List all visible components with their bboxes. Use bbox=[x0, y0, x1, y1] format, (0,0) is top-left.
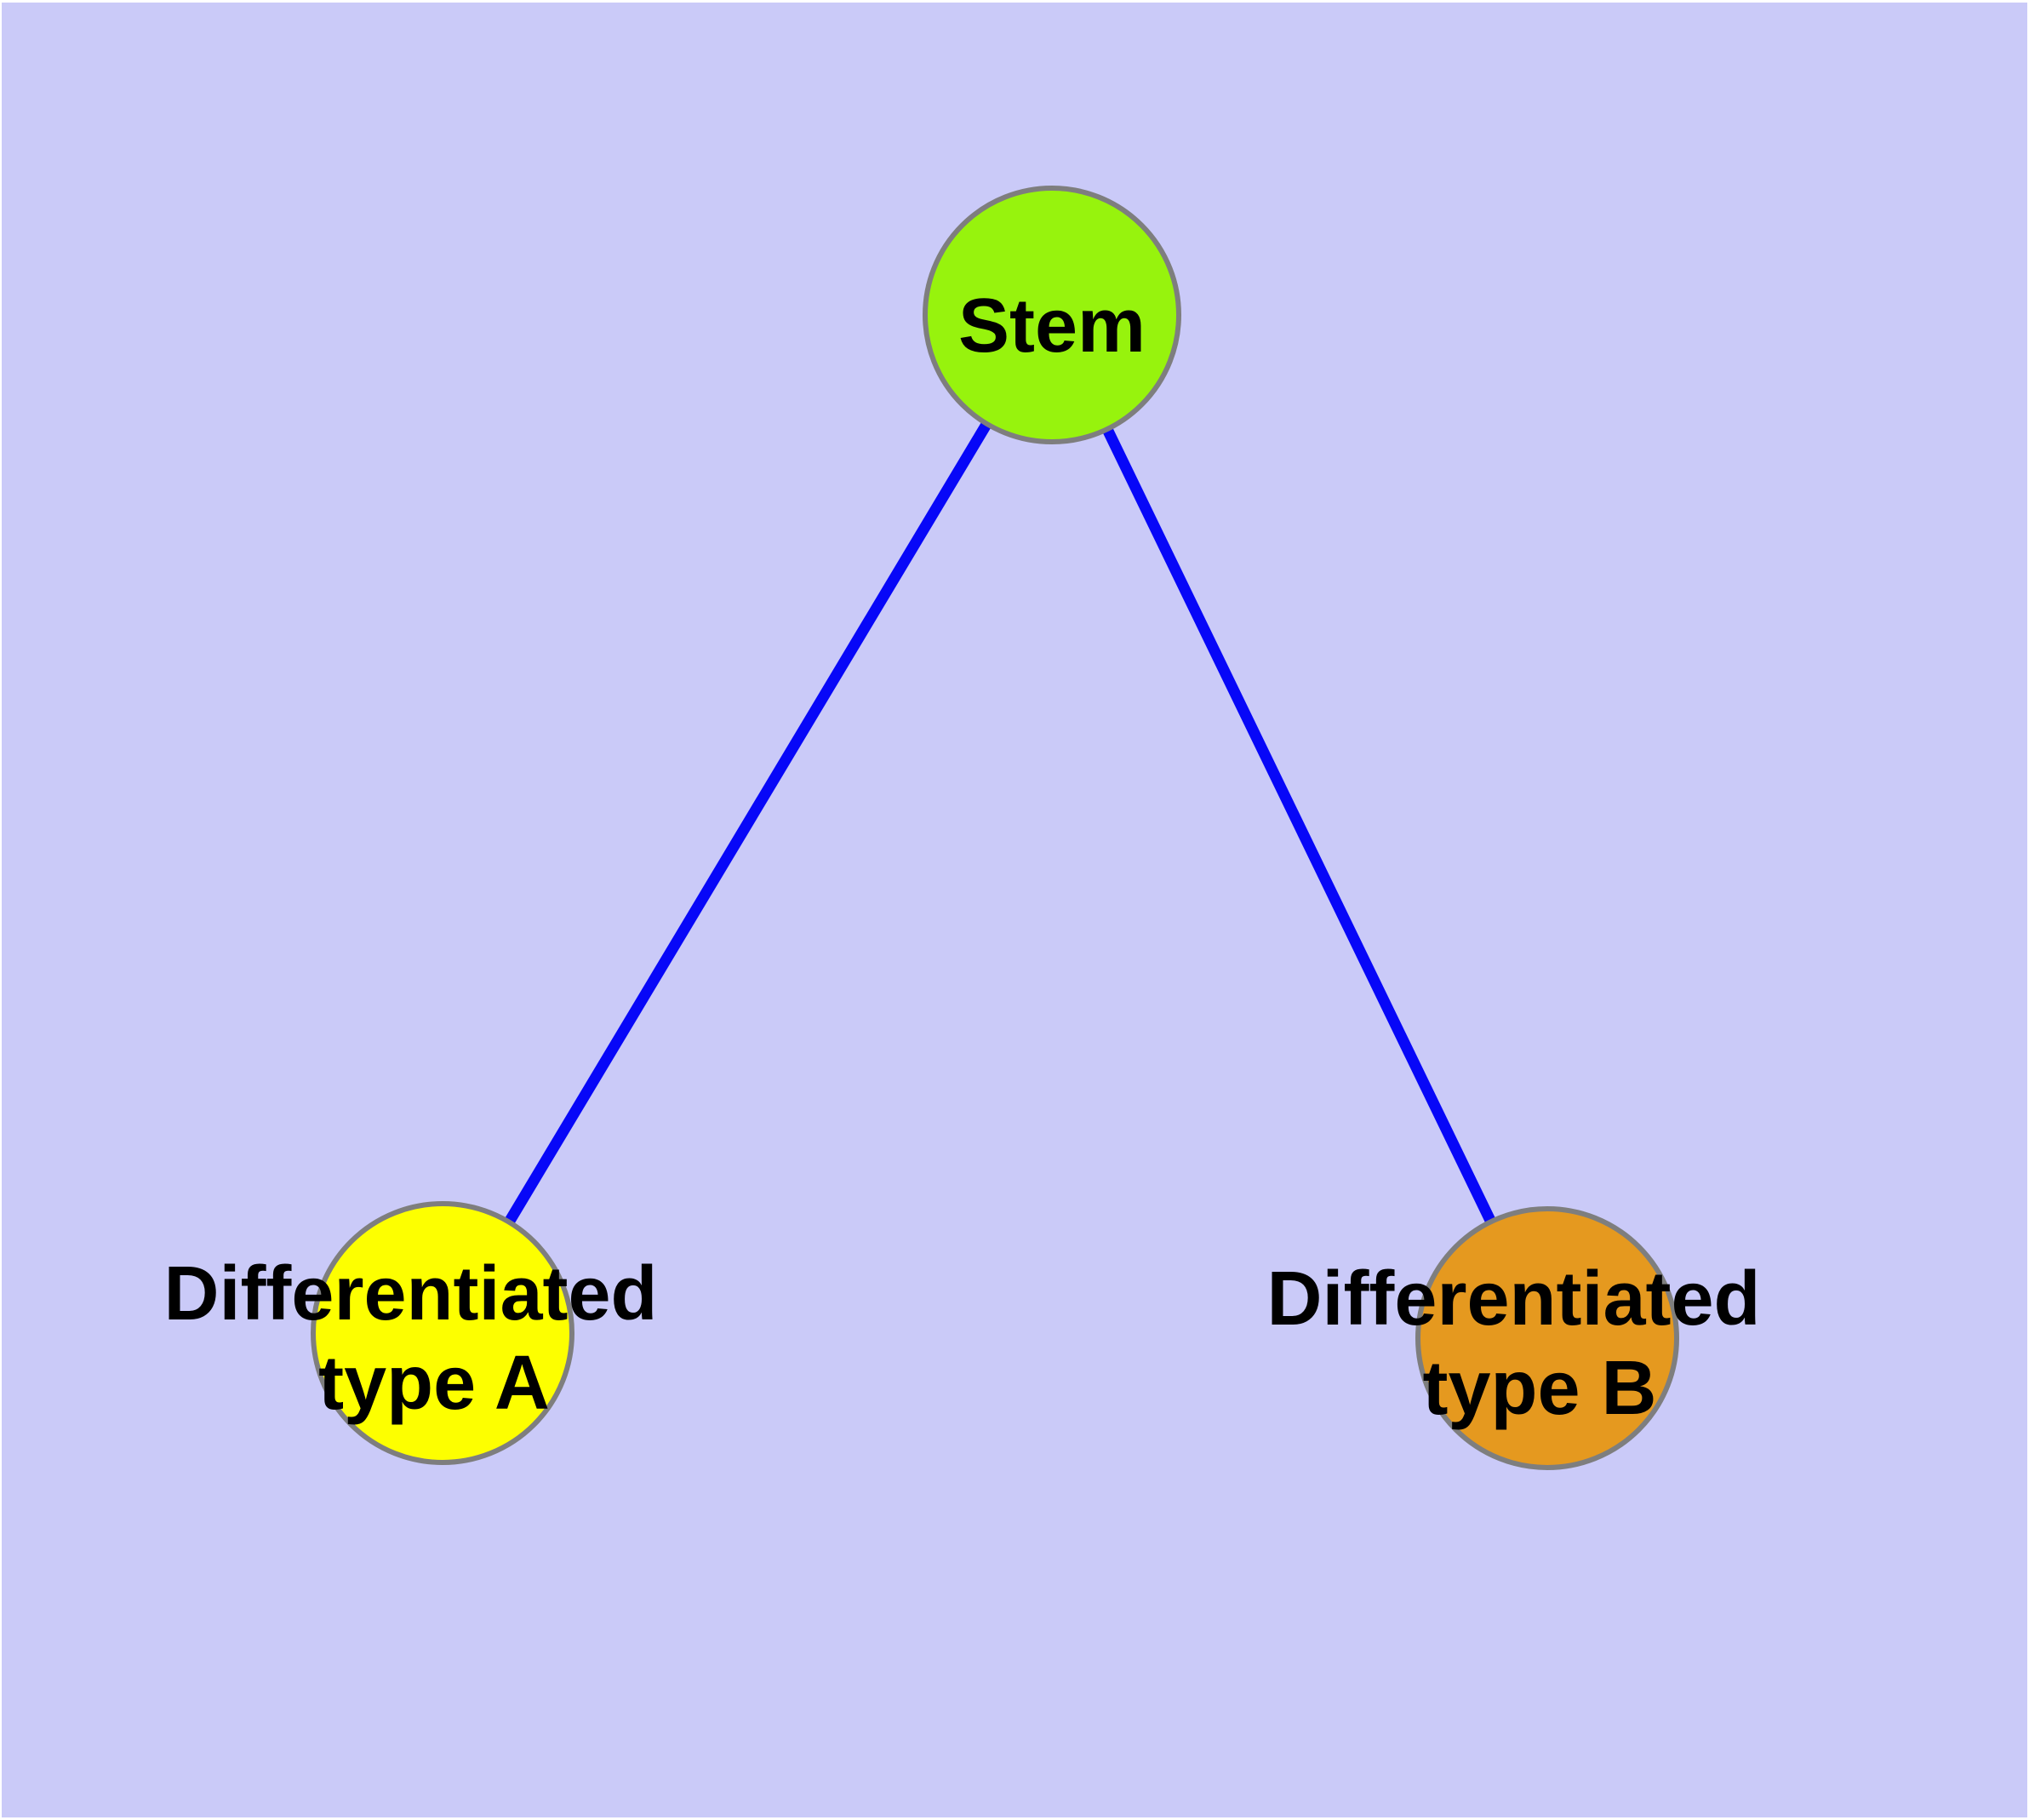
edge-stem-to-type-a bbox=[437, 312, 1057, 1336]
type-a-node-circle bbox=[311, 1201, 574, 1465]
type-a-node-label: Differentiated type A bbox=[163, 1251, 678, 1426]
stem-node-label: Stem bbox=[958, 283, 1146, 369]
type-b-label-line-1: Differentiated bbox=[1266, 1256, 1760, 1342]
type-b-node-label: Differentiated type B bbox=[1266, 1256, 1781, 1431]
nodes-group bbox=[311, 186, 1679, 1470]
type-b-node-circle bbox=[1415, 1206, 1679, 1470]
type-a-label-line-1: Differentiated bbox=[163, 1251, 657, 1336]
labels-group: Stem Differentiated type A Differentiate… bbox=[163, 283, 1781, 1431]
edge-stem-to-type-b bbox=[1047, 312, 1552, 1341]
stem-node-circle bbox=[923, 186, 1181, 444]
type-b-label-line-2: type B bbox=[1422, 1346, 1656, 1431]
type-a-label-line-2: type A bbox=[318, 1341, 550, 1426]
edges-group bbox=[437, 312, 1552, 1341]
